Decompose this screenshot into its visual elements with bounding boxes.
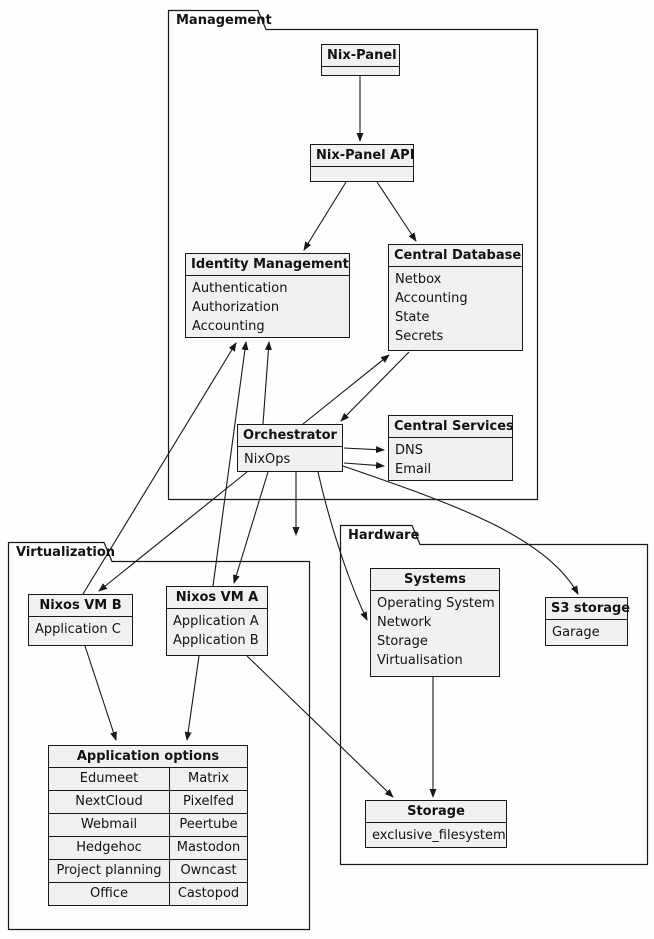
node-line: State xyxy=(395,310,430,325)
node-nix-panel: Nix-Panel xyxy=(321,44,400,76)
table-cell: Peertube xyxy=(169,813,247,836)
node-title: S3 storage xyxy=(546,598,630,620)
edge-orchestrator-to-central-services-email xyxy=(343,461,385,469)
node-line: Garage xyxy=(552,625,600,640)
node-line: NixOps xyxy=(244,452,291,467)
table-cell: Hedgehoc xyxy=(49,836,169,859)
node-systems: Systems Operating System Network Storage… xyxy=(370,568,500,677)
edge-orchestrator-to-central-services-dns xyxy=(343,446,385,454)
node-line: Application A xyxy=(173,614,259,629)
table-cell: Project planning xyxy=(49,859,169,882)
node-line: Authentication xyxy=(192,281,288,296)
node-body xyxy=(322,67,399,75)
node-title: Nixos VM A xyxy=(167,587,267,609)
edge-nixos-vm-a-to-identity-management xyxy=(212,341,249,587)
node-line: Storage xyxy=(377,634,428,649)
node-line: Secrets xyxy=(395,329,444,344)
node-body: DNS Email xyxy=(389,438,512,480)
edge-orchestrator-to-s3-storage xyxy=(342,465,579,595)
node-application-options: Application options Edumeet Matrix NextC… xyxy=(48,745,248,906)
table-cell: Owncast xyxy=(169,859,247,882)
node-title: Orchestrator xyxy=(238,425,342,447)
edge-central-database-to-orchestrator xyxy=(340,351,410,422)
package-management-outline xyxy=(167,9,539,501)
node-identity-management: Identity Management Authentication Autho… xyxy=(185,253,350,338)
node-body: Operating System Network Storage Virtual… xyxy=(371,591,499,676)
node-line: Netbox xyxy=(395,272,442,287)
node-line: Email xyxy=(395,462,432,477)
node-central-database: Central Database Netbox Accounting State… xyxy=(388,244,523,351)
node-line: Operating System xyxy=(377,596,495,611)
edge-orchestrator-to-systems xyxy=(317,471,368,621)
edge-orchestrator-to-nixos-vm-a xyxy=(232,471,269,584)
node-body: Application A Application B xyxy=(167,609,267,655)
node-storage: Storage exclusive_filesystem xyxy=(365,800,507,848)
node-body xyxy=(311,167,413,181)
node-line: DNS xyxy=(395,443,423,458)
edge-nixos-vm-b-to-identity-management xyxy=(82,342,237,595)
edge-nixos-vm-a-to-application-options xyxy=(184,655,200,741)
node-line: Virtualisation xyxy=(377,653,463,668)
node-nix-panel-api: Nix-Panel API xyxy=(310,144,415,182)
edge-nix-panel-api-to-identity-management xyxy=(303,181,347,251)
node-central-services: Central Services DNS Email xyxy=(388,415,514,481)
node-title: Systems xyxy=(371,569,499,591)
edge-orchestrator-to-identity-management xyxy=(262,341,272,425)
node-title: Central Database xyxy=(389,245,522,267)
table-cell: Edumeet xyxy=(49,767,169,790)
package-label-hardware: Hardware xyxy=(348,528,420,543)
node-s3-storage: S3 storage Garage xyxy=(545,597,630,646)
edge-nixos-vm-b-to-application-options xyxy=(84,645,117,741)
package-label-management: Management xyxy=(176,13,272,28)
node-body: Authentication Authorization Accounting xyxy=(186,276,349,337)
node-body: Garage xyxy=(546,620,627,645)
node-body: exclusive_filesystem xyxy=(366,823,506,847)
node-line: Application C xyxy=(35,622,121,637)
node-line: exclusive_filesystem xyxy=(372,828,506,843)
node-title: Storage xyxy=(366,801,506,823)
node-title: Identity Management xyxy=(186,254,349,276)
table-cell: Office xyxy=(49,882,169,905)
node-title: Application options xyxy=(76,749,220,764)
node-nixos-vm-a: Nixos VM A Application A Application B xyxy=(166,586,268,656)
node-title: Nix-Panel API xyxy=(311,145,415,167)
edge-nixos-vm-a-to-storage xyxy=(246,655,394,798)
node-body: NixOps xyxy=(238,447,342,471)
table-cell: Mastodon xyxy=(169,836,247,859)
table-cell: NextCloud xyxy=(49,790,169,813)
node-nixos-vm-b: Nixos VM B Application C xyxy=(28,594,133,646)
edge-orchestrator-to-nixos-vm-b xyxy=(98,471,248,592)
node-line: Authorization xyxy=(192,300,280,315)
node-line: Accounting xyxy=(192,319,265,334)
application-options-table: Edumeet Matrix NextCloud Pixelfed Webmai… xyxy=(49,767,247,905)
table-cell: Matrix xyxy=(169,767,247,790)
node-body: Netbox Accounting State Secrets xyxy=(389,267,522,350)
edge-orchestrator-to-central-database xyxy=(302,354,390,425)
edge-nix-panel-api-to-central-database xyxy=(376,181,417,242)
table-cell: Pixelfed xyxy=(169,790,247,813)
node-title: Nix-Panel xyxy=(322,45,399,67)
package-label-virtualization: Virtualization xyxy=(16,545,116,560)
node-body: Application C xyxy=(29,617,132,645)
table-cell: Webmail xyxy=(49,813,169,836)
table-cell: Castopod xyxy=(169,882,247,905)
node-line: Network xyxy=(377,615,432,630)
node-line: Application B xyxy=(173,633,259,648)
node-title: Central Services xyxy=(389,416,514,438)
node-orchestrator: Orchestrator NixOps xyxy=(237,424,343,472)
node-title: Nixos VM B xyxy=(29,595,132,617)
node-line: Accounting xyxy=(395,291,468,306)
